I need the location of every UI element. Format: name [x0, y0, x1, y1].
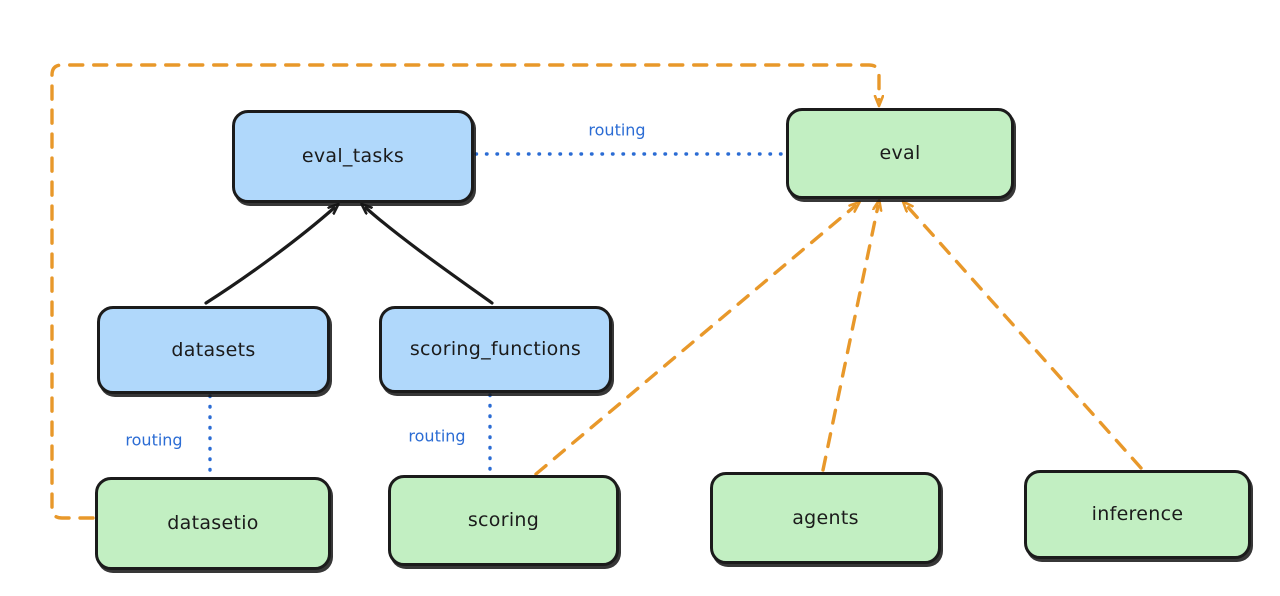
node-eval-tasks-label: eval_tasks: [301, 145, 405, 168]
node-agents[interactable]: agents: [710, 472, 941, 564]
node-datasetio-label: datasetio: [167, 512, 259, 535]
edge-label-routing-eval: routing: [588, 120, 646, 140]
node-eval-tasks[interactable]: eval_tasks: [232, 110, 474, 203]
node-datasets[interactable]: datasets: [97, 306, 330, 394]
node-scoring-label: scoring: [467, 509, 540, 532]
node-eval-label: eval: [879, 142, 921, 165]
edge-inference-to-eval-dependency: [907, 206, 1143, 470]
edge-agents-to-eval-dependency: [821, 206, 878, 472]
node-inference-label: inference: [1091, 503, 1184, 526]
node-scoring-functions[interactable]: scoring_functions: [379, 306, 612, 393]
node-scoring[interactable]: scoring: [388, 475, 619, 566]
node-scoring-functions-label: scoring_functions: [409, 338, 582, 361]
node-datasetio[interactable]: datasetio: [95, 477, 331, 570]
edge-datasets-to-eval-tasks: [204, 208, 334, 305]
node-agents-label: agents: [792, 506, 859, 529]
edge-scoring-functions-to-eval-tasks: [366, 208, 494, 305]
node-inference[interactable]: inference: [1024, 470, 1251, 559]
edge-label-routing-scoring: routing: [408, 426, 466, 446]
node-eval[interactable]: eval: [786, 108, 1014, 199]
node-datasets-label: datasets: [171, 338, 256, 361]
edge-label-routing-datasetio: routing: [125, 430, 183, 450]
